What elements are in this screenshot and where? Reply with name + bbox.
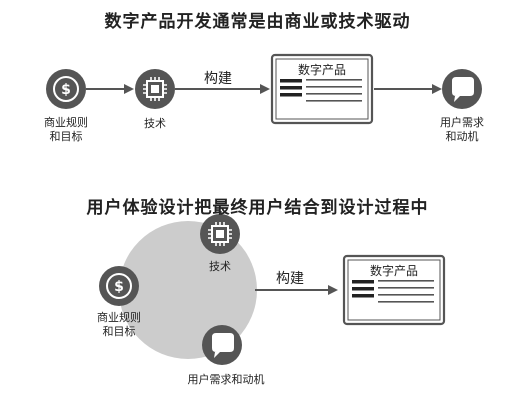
dollar-coin-icon [45,68,87,110]
product-title: 数字产品 [297,63,346,77]
product-title: 数字产品 [369,264,418,278]
speech-bubble-icon [442,69,482,109]
ux-design-circle [119,221,257,359]
tech-label: 技术 [144,117,166,130]
user-needs-label: 用户需求 和动机 [440,116,484,143]
diagram1-title: 数字产品开发通常是由商业或技术驱动 [104,12,411,32]
tech-label: 技术 [209,260,231,273]
build-label: 构建 [204,71,232,87]
microchip-icon [199,213,241,255]
dollar-coin-icon [98,265,140,307]
microchip-icon [134,68,176,110]
user-needs-label: 用户需求和动机 [187,373,265,386]
diagram2-title: 用户体验设计把最终用户结合到设计过程中 [86,198,429,218]
speech-bubble-icon [202,325,242,365]
business-rules-label: 商业规则 和目标 [97,311,141,338]
build-label: 构建 [276,271,304,287]
business-rules-label: 商业规则 和目标 [44,116,88,143]
